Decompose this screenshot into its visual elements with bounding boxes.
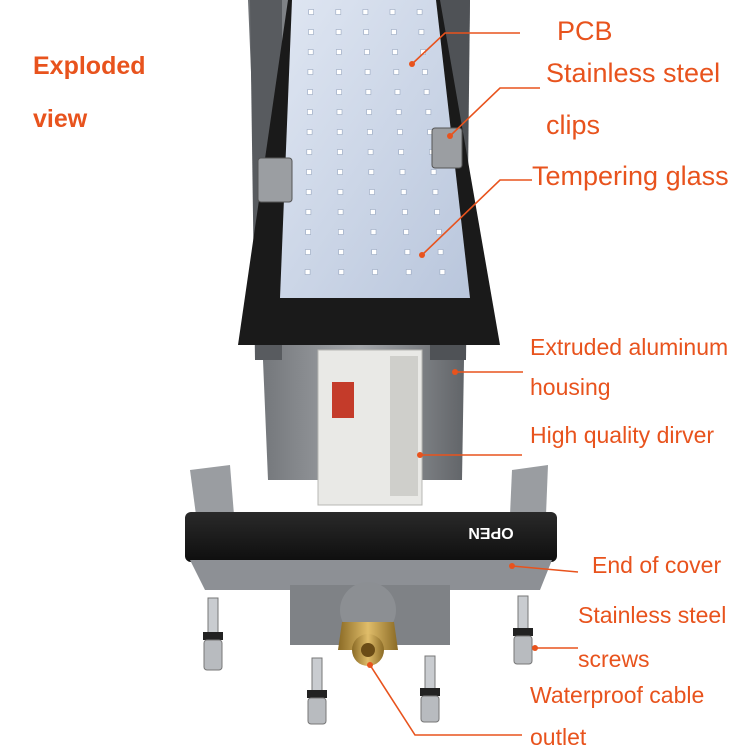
led-chip: [307, 69, 314, 75]
led-chip: [369, 189, 375, 195]
leader-cable: [369, 664, 522, 736]
led-chip: [306, 129, 313, 135]
label-screws-line-1: Stainless steel: [578, 602, 727, 628]
led-chip: [432, 189, 439, 195]
leader-end-cover: [511, 565, 579, 573]
label-end-cover: End of cover: [592, 552, 722, 578]
screw: [203, 597, 223, 671]
screw: [307, 657, 327, 725]
leader-lines: [367, 32, 579, 736]
led-chip: [307, 49, 314, 55]
led-chip: [389, 9, 396, 15]
led-chip: [366, 109, 372, 115]
led-chip: [430, 169, 437, 175]
led-chip: [366, 129, 373, 135]
led-chip: [338, 269, 345, 275]
label-pcb: PCB: [557, 16, 613, 46]
label-cable-line-2: outlet: [530, 724, 587, 750]
led-chip: [403, 229, 410, 235]
led-chip: [418, 29, 425, 35]
led-chip: [437, 249, 444, 255]
led-driver: [317, 349, 423, 506]
led-chip: [395, 109, 402, 115]
led-chip: [425, 109, 432, 115]
led-chip: [400, 189, 407, 195]
led-chip: [405, 269, 412, 275]
led-chip: [305, 189, 312, 195]
led-chip: [367, 149, 374, 155]
led-chip: [436, 229, 442, 235]
screw-set: [203, 595, 533, 725]
label-cable-line-1: Waterproof cable: [530, 682, 705, 708]
led-array: [304, 9, 446, 275]
led-chip: [335, 49, 342, 55]
led-chip: [423, 89, 430, 95]
led-chip: [399, 169, 406, 175]
led-chip: [402, 209, 408, 215]
led-chip: [370, 229, 377, 235]
screw: [420, 655, 440, 723]
led-chip: [336, 109, 343, 115]
led-chip: [364, 69, 371, 75]
title-line-2: view: [33, 105, 88, 133]
led-chip: [434, 209, 440, 215]
label-clips-line-2: clips: [546, 110, 601, 140]
led-chip: [416, 9, 423, 15]
led-chip: [306, 169, 312, 175]
led-chip: [308, 9, 315, 15]
led-chip: [337, 189, 344, 195]
leader-glass: [421, 179, 532, 256]
led-chip: [336, 129, 343, 135]
led-chip: [305, 249, 311, 255]
led-chip: [335, 29, 342, 35]
led-chip: [394, 89, 401, 95]
led-chip: [336, 89, 343, 95]
led-chip: [306, 149, 313, 155]
label-screws-line-2: screws: [578, 646, 650, 672]
led-chip: [337, 169, 343, 175]
cable-gland: [338, 582, 398, 666]
led-chip: [397, 129, 403, 135]
led-chip: [306, 109, 313, 115]
led-chip: [304, 269, 311, 275]
label-housing-line-2: housing: [530, 374, 611, 400]
led-chip: [365, 89, 372, 95]
led-chip: [337, 229, 344, 235]
steel-clips: [257, 127, 463, 203]
led-chip: [305, 229, 312, 235]
led-chip: [371, 249, 378, 255]
open-mark: OPEN: [468, 524, 513, 541]
led-chip: [363, 29, 370, 35]
leader-clips: [449, 87, 540, 137]
led-chip: [364, 49, 370, 55]
label-clips-line-1: Stainless steel: [546, 58, 721, 88]
led-chip: [439, 269, 446, 275]
led-chip: [335, 9, 342, 15]
led-chip: [336, 69, 342, 75]
led-chip: [337, 149, 343, 155]
led-chip: [368, 169, 375, 175]
led-chip: [398, 149, 405, 155]
screw: [513, 595, 533, 665]
led-chip: [390, 29, 397, 35]
led-chip: [362, 9, 369, 15]
led-chip: [404, 249, 411, 255]
leader-pcb: [411, 32, 520, 65]
led-chip: [369, 209, 376, 215]
led-chip: [422, 69, 428, 75]
label-glass: Tempering glass: [532, 161, 729, 191]
title-line-1: Exploded: [33, 52, 146, 80]
led-chip: [392, 49, 398, 55]
led-chip: [372, 269, 378, 275]
led-chip: [337, 209, 344, 215]
led-chip: [307, 89, 313, 95]
led-chip: [305, 209, 312, 215]
led-chip: [338, 249, 344, 255]
led-chip: [308, 29, 314, 35]
label-driver: High quality dirver: [530, 422, 715, 448]
label-housing-line-1: Extruded aluminum: [530, 334, 729, 360]
led-chip: [393, 69, 400, 75]
